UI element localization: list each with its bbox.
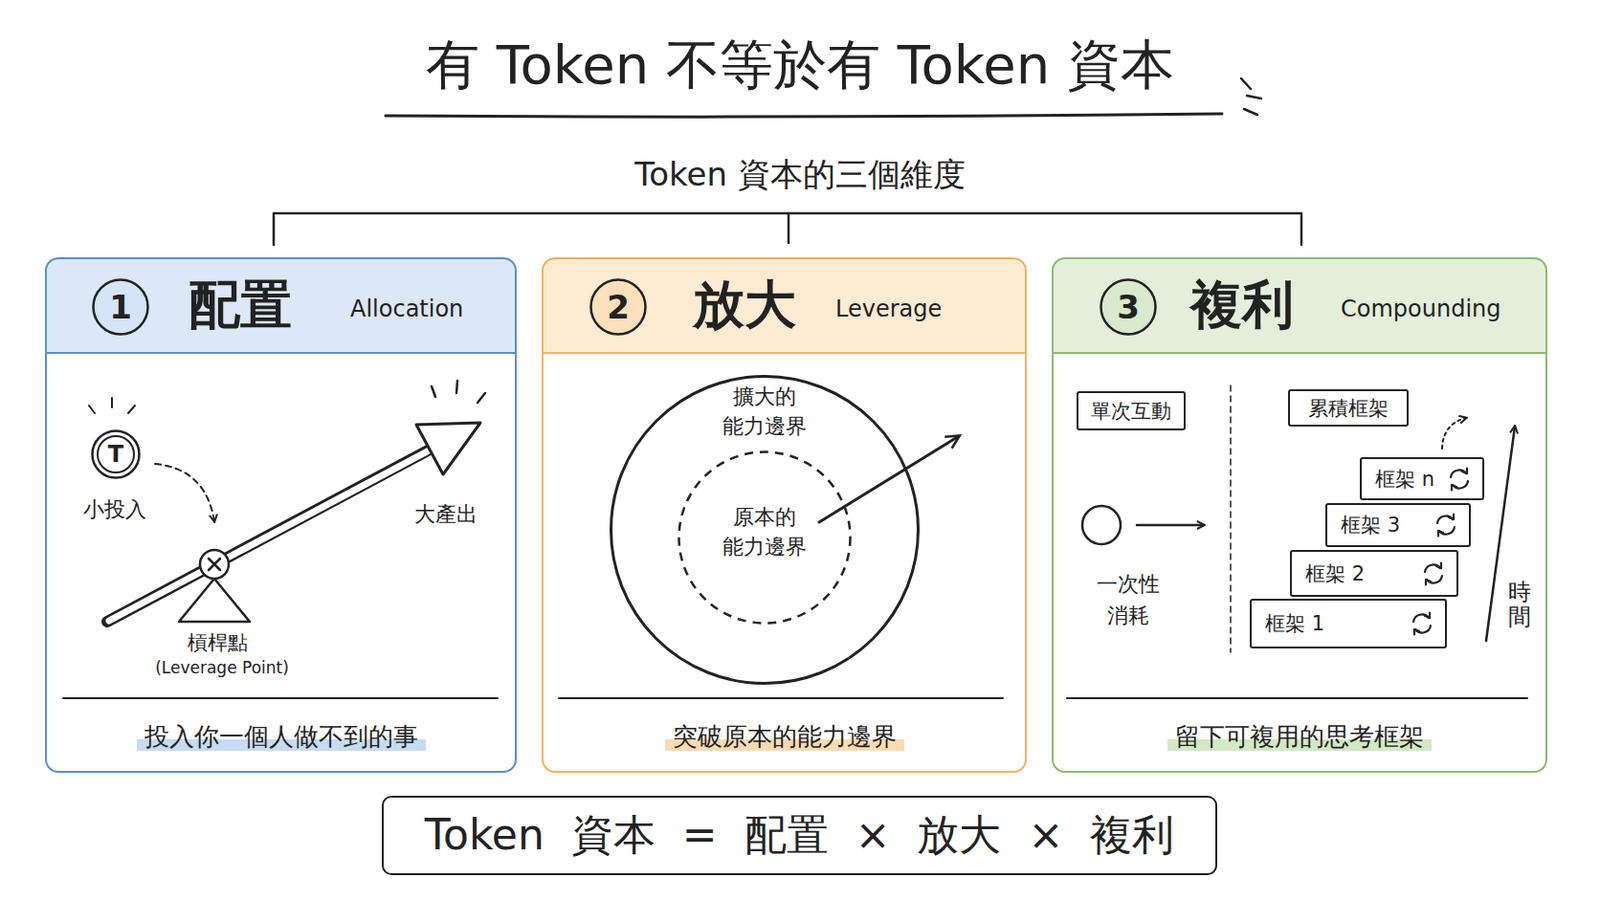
framework-label: 框架 3: [1340, 511, 1400, 539]
cycle-head: [1451, 467, 1467, 490]
token-letter: T: [108, 443, 124, 467]
panel-heading-en: Compounding: [1340, 295, 1502, 323]
number-circle: 2: [589, 278, 647, 336]
title: 有 Token 不等於有 Token 資本: [0, 32, 1600, 97]
boundary-outline: [611, 377, 919, 685]
number-circle: 1: [91, 278, 150, 336]
boundary-label: 原本的 能力邊界: [715, 503, 813, 563]
number-circle: 3: [1099, 278, 1157, 336]
framework-box: 框架 2: [1289, 550, 1459, 598]
framework-label: 框架 1: [1265, 610, 1325, 638]
callout-number: 1: [109, 290, 133, 324]
label-box: 累積框架: [1288, 389, 1409, 427]
cycle-head: [1425, 562, 1442, 585]
boundary-label: 擴大的 能力邊界: [715, 382, 813, 443]
coin-inner-ring: [97, 436, 134, 473]
title-underline: [385, 113, 1223, 117]
framework-box: 框架 n: [1359, 457, 1485, 501]
coin-outline: [92, 431, 140, 479]
cycle-head: [1414, 613, 1430, 636]
dimension-panel: 放大 Leverage 突破原本的能力邊界 2 擴大的 能力邊界原本的 能力邊界: [541, 257, 1027, 774]
formula-box: Token 資本 = 配置 × 放大 × 複利: [381, 796, 1218, 876]
framework-box: 框架 3: [1325, 503, 1471, 548]
box-label: 單次互動: [1090, 398, 1172, 425]
panel-heading-en: Allocation: [350, 295, 464, 323]
framework-label: 框架 n: [1375, 466, 1435, 493]
token-coin: T: [90, 429, 141, 480]
panel-footer: 投入你一個人做不到的事: [136, 720, 426, 755]
framework-label: 框架 2: [1305, 560, 1365, 588]
dimension-panel: 配置 Allocation 投入你一個人做不到的事 1T: [44, 257, 517, 774]
boundary-circle: 原本的 能力邊界: [677, 450, 852, 625]
subtitle: Token 資本的三個維度: [634, 150, 966, 200]
boundary-circle: 擴大的 能力邊界原本的 能力邊界: [609, 375, 920, 686]
framework-box: 框架 1: [1249, 599, 1447, 649]
number-circle-outline: [591, 280, 646, 335]
panel-heading: 配置: [188, 274, 292, 337]
label-box: 單次互動: [1076, 391, 1186, 431]
bracket: [273, 213, 1302, 245]
panel-heading-en: Leverage: [835, 295, 942, 323]
panel-footer: 留下可複用的思考框架: [1167, 720, 1432, 755]
boundary-outline: [679, 452, 851, 624]
number-circle-outline: [1101, 280, 1156, 335]
cycle-icon: [1408, 610, 1436, 638]
number-circle-outline: [93, 280, 149, 335]
formula: Token 資本 = 配置 × 放大 × 複利: [424, 807, 1176, 865]
box-label: 累積框架: [1308, 395, 1389, 423]
cycle-icon: [1432, 511, 1460, 539]
cycle-head: [1438, 514, 1454, 537]
dimension-panel: 複利 Compounding 留下可複用的思考框架 3 單次互動 累積框架框架 n 框架 3…: [1051, 257, 1548, 774]
panel-footer: 突破原本的能力邊界: [665, 720, 905, 755]
callout-number: 2: [606, 290, 630, 324]
cycle-icon: [1420, 560, 1447, 588]
panel-heading: 放大: [692, 274, 797, 337]
title-sparks: [1241, 78, 1262, 115]
panel-heading: 複利: [1190, 274, 1294, 337]
cycle-icon: [1445, 466, 1473, 493]
callout-number: 3: [1116, 290, 1140, 324]
